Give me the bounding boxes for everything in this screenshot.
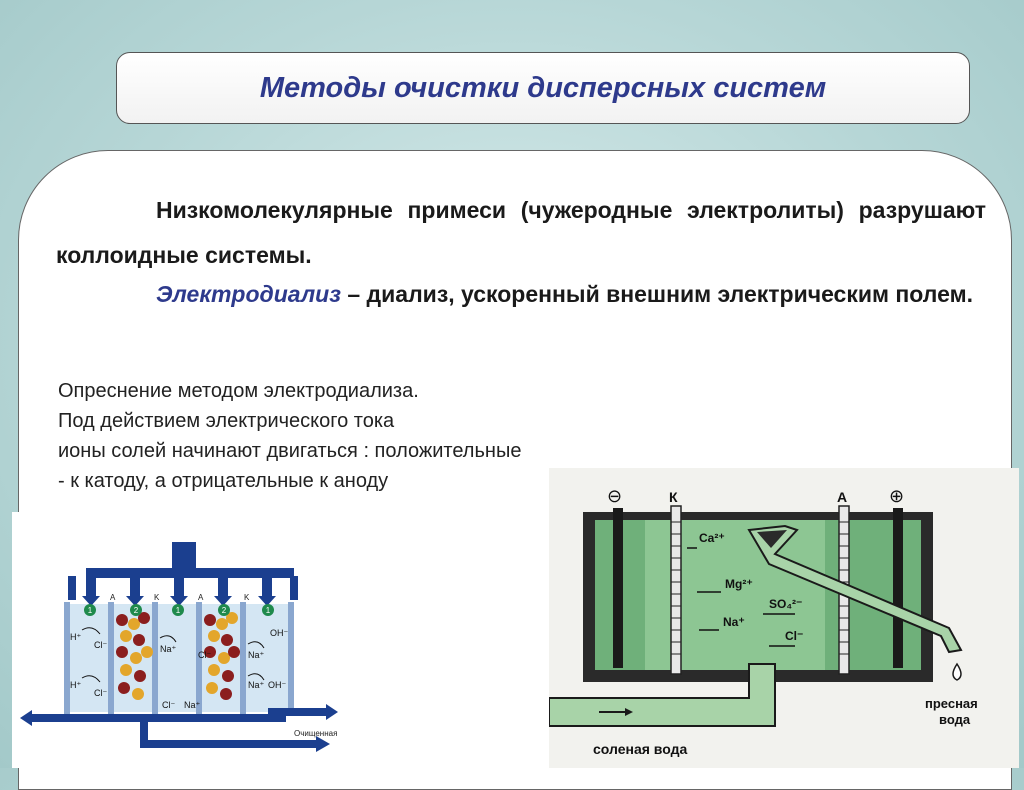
chamber-water <box>64 604 294 712</box>
ion-na: Na⁺ <box>723 615 745 629</box>
term-electrodialysis: Электродиализ <box>156 281 341 307</box>
fresh-water-label-2: вода <box>939 712 971 727</box>
paragraph-impurities: Низкомолекулярные примеси (чужеродные эл… <box>56 197 986 268</box>
feed-pipes <box>68 542 298 606</box>
chamber-num-5: 1 <box>266 606 271 615</box>
anode-label: А <box>837 489 847 505</box>
paragraph-electrodialysis: Электродиализ – диализ, ускоренный внешн… <box>56 272 986 317</box>
anode-electrode <box>893 508 903 668</box>
desc-line-4: - к катоду, а отрицательные к аноду <box>58 470 389 492</box>
ion-cl-1: Cl⁻ <box>94 640 107 650</box>
ion-na-3: Na⁺ <box>184 700 201 710</box>
cathode-electrode <box>613 508 623 668</box>
outlet-pipes <box>20 704 338 752</box>
slide-title: Методы очистки дисперсных систем <box>259 71 827 104</box>
ion-arrows <box>81 627 265 683</box>
membranes <box>64 602 294 714</box>
chamber-numbers: 1 2 1 2 1 <box>84 604 274 616</box>
electrodialysis-definition: – диализ, ускоренный внешним электрическ… <box>340 281 973 307</box>
ion-na-1: Na⁺ <box>160 644 177 654</box>
channel-funnel <box>757 530 787 548</box>
ion-na-2: Na⁺ <box>248 650 265 660</box>
chamber-num-2: 2 <box>134 606 139 615</box>
ion-cl-3: Cl⁻ <box>94 688 107 698</box>
electrode-a-2: A <box>198 593 204 602</box>
fresh-water-channel <box>747 524 963 654</box>
ion-oh-1: OH⁻ <box>270 628 289 638</box>
cell-ions: Ca²⁺ Mg²⁺ SO₄²⁻ Na⁺ Cl⁻ <box>699 531 803 643</box>
ion-mg: Mg²⁺ <box>725 577 753 591</box>
water-drop-icon <box>952 662 962 681</box>
plus-terminal: ⊕ <box>889 486 904 506</box>
title-box: Методы очистки дисперсных систем <box>116 52 970 124</box>
cathode-label: К <box>669 489 678 505</box>
ion-so4: SO₄²⁻ <box>769 597 802 611</box>
electrodialysis-cell-svg: ⊖ ⊕ К А Ca²⁺ Mg²⁺ SO₄²⁻ Na⁺ Cl⁻ соленая … <box>548 486 978 757</box>
salt-water-label: соленая вода <box>593 741 687 757</box>
desc-line-2: Под действием электрического тока <box>58 410 395 432</box>
chamber-num-1: 1 <box>88 606 93 615</box>
ion-labels: H⁺ Cl⁻ Na⁺ Cl⁻ Na⁺ OH⁻ H⁺ Cl⁻ Cl⁻ Na⁺ Na… <box>70 628 289 710</box>
ion-h-2: H⁺ <box>70 680 81 690</box>
fresh-water-label-1: пресная <box>925 696 978 711</box>
ion-oh-2: OH⁻ <box>268 680 287 690</box>
desc-line-1: Опреснение методом электродиализа. <box>58 380 419 402</box>
electrode-k-2: K <box>244 593 250 602</box>
ion-na-4: Na⁺ <box>248 680 265 690</box>
electrode-labels: A K A K <box>110 593 250 602</box>
chamber-num-4: 2 <box>222 606 227 615</box>
electrode-a-1: A <box>110 593 116 602</box>
ion-cl-2: Cl⁻ <box>198 650 211 660</box>
desc-line-3: ионы солей начинают двигаться : положите… <box>58 440 522 462</box>
desalination-description: Опреснение методом электродиализа. Под д… <box>58 376 678 496</box>
salt-water-inlet <box>548 663 776 727</box>
electrode-k-1: K <box>154 593 160 602</box>
electrodialysis-stack-diagram: 1 2 1 2 1 A K A K H⁺ Cl⁻ Na⁺ Cl⁻ Na⁺ OH⁻… <box>12 512 368 768</box>
electrodialysis-cell-diagram: ⊖ ⊕ К А Ca²⁺ Mg²⁺ SO₄²⁻ Na⁺ Cl⁻ соленая … <box>548 468 1019 768</box>
minus-terminal: ⊖ <box>607 486 622 506</box>
ion-balls <box>116 612 240 700</box>
ion-cl-4: Cl⁻ <box>162 700 175 710</box>
ion-ca: Ca²⁺ <box>699 531 725 545</box>
electrodialysis-stack-svg: 1 2 1 2 1 A K A K H⁺ Cl⁻ Na⁺ Cl⁻ Na⁺ OH⁻… <box>20 542 338 752</box>
output-label: Очищенная <box>294 729 337 738</box>
ion-cl: Cl⁻ <box>785 629 803 643</box>
chamber-num-3: 1 <box>176 606 181 615</box>
cell-ion-arrows <box>687 547 795 647</box>
membrane-cathode-side <box>670 505 682 675</box>
ion-h-1: H⁺ <box>70 632 81 642</box>
